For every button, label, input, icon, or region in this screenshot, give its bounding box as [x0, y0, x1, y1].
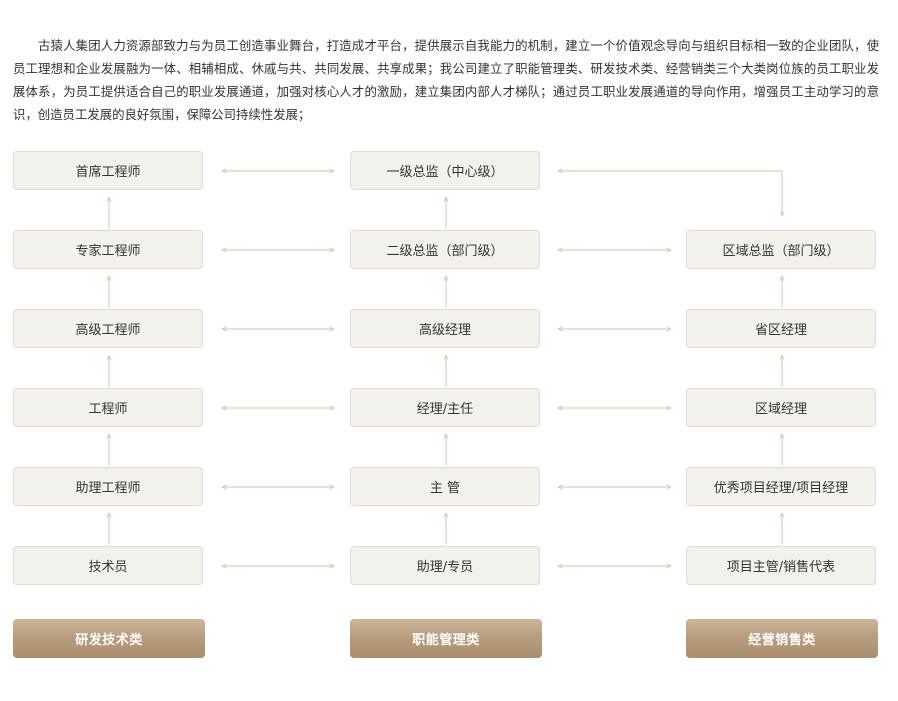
category-sales: 经营销售类 — [686, 619, 878, 658]
node-provincial-manager: 省区经理 — [686, 309, 876, 348]
node-supervisor: 主 管 — [350, 467, 540, 506]
category-functional-management: 职能管理类 — [350, 619, 542, 658]
node-assistant-specialist: 助理/专员 — [350, 546, 540, 585]
intro-paragraph: 古猿人集团人力资源部致力与为员工创造事业舞台，打造成才平台，提供展示自我能力的机… — [13, 38, 879, 122]
node-chief-engineer: 首席工程师 — [13, 151, 203, 190]
node-senior-manager: 高级经理 — [350, 309, 540, 348]
node-senior-engineer: 高级工程师 — [13, 309, 203, 348]
node-first-level-director: 一级总监（中心级） — [350, 151, 540, 190]
node-project-supervisor-sales-rep: 项目主管/销售代表 — [686, 546, 876, 585]
node-second-level-director: 二级总监（部门级） — [350, 230, 540, 269]
node-assistant-engineer: 助理工程师 — [13, 467, 203, 506]
node-technician: 技术员 — [13, 546, 203, 585]
node-manager-director: 经理/主任 — [350, 388, 540, 427]
arrow-elbow — [558, 171, 782, 216]
node-engineer: 工程师 — [13, 388, 203, 427]
category-rd-technical: 研发技术类 — [13, 619, 205, 658]
node-project-manager: 优秀项目经理/项目经理 — [686, 467, 876, 506]
node-regional-director: 区域总监（部门级） — [686, 230, 876, 269]
node-regional-manager: 区域经理 — [686, 388, 876, 427]
node-expert-engineer: 专家工程师 — [13, 230, 203, 269]
